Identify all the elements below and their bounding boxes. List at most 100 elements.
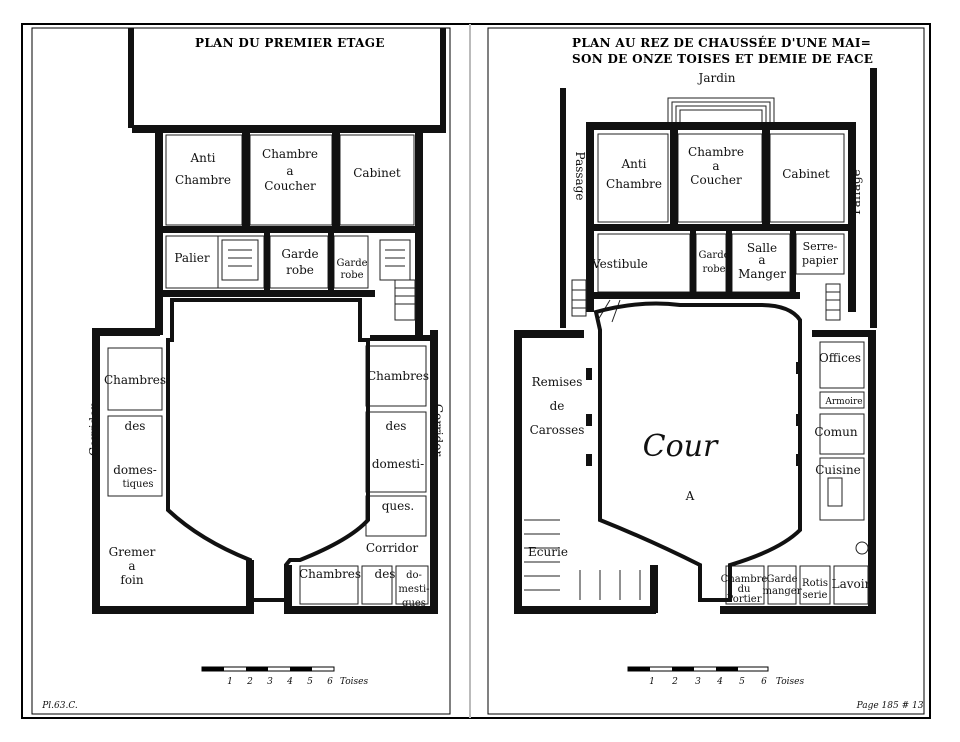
label-anti: Anti [189, 151, 215, 165]
right-scale-2: 2 [671, 677, 678, 687]
right-scale-3: 3 [695, 677, 701, 687]
label-corridor-left: Corridor [87, 404, 101, 457]
left-plan: PLAN DU PREMIER ETAGE [41, 28, 446, 711]
label-corridor-right: Corridor [431, 404, 445, 457]
label-domestiques-left-2: tiques [122, 479, 153, 490]
right-scale-5: 5 [739, 677, 745, 687]
label-domestiques-bottom-1: do- [406, 570, 422, 581]
right-scale-4: 4 [716, 677, 723, 687]
label-remises-1: Remises [532, 375, 583, 389]
label-passage-right: Paſſage [849, 169, 863, 215]
label-chambre-a-coucher-2: a [286, 164, 293, 178]
label-garde-robe-2: robe [286, 263, 314, 277]
label-chambre: Chambre [175, 173, 231, 187]
label-remises-3: Carosses [530, 423, 585, 437]
label-r-chambre-1: Chambre [688, 145, 744, 159]
right-scale-unit: Toises [776, 677, 805, 687]
right-scale-bar: 1 2 3 4 5 6 Toises [627, 666, 805, 687]
label-des-right: des [386, 419, 407, 433]
left-scale-6: 6 [327, 677, 333, 687]
label-portier-3: Portier [726, 594, 761, 605]
room-cabinet-upper [339, 134, 415, 226]
label-salle-2: a [758, 253, 765, 267]
label-chambres-right: Chambres [367, 369, 429, 383]
label-cuisine: Cuisine [815, 463, 861, 477]
label-portier-1: Chambre [721, 574, 768, 585]
left-scale-5: 5 [307, 677, 313, 687]
label-r-chambre-3: Coucher [690, 173, 742, 187]
right-title-1: PLAN AU REZ DE CHAUSSÉE D'UNE MAI= [572, 35, 871, 50]
left-title: PLAN DU PREMIER ETAGE [195, 36, 385, 50]
right-scale-6: 6 [761, 677, 767, 687]
label-rotis-2: serie [803, 590, 828, 601]
label-domestiques-right-2: ques. [382, 499, 414, 513]
label-comun: Comun [814, 425, 858, 439]
label-r-anti-2: Chambre [606, 177, 662, 191]
label-jardin: Jardin [697, 71, 736, 85]
label-remises-2: de [550, 399, 565, 413]
label-chambres-bottom: Chambres [299, 567, 361, 581]
label-cabinet: Cabinet [353, 166, 401, 180]
label-gremer-2: a [128, 559, 135, 573]
right-scale-1: 1 [649, 677, 655, 687]
label-domestiques-bottom-2: mesti- [398, 584, 429, 595]
room-chambre-upper [249, 134, 333, 226]
label-ecurie: Ecurie [528, 545, 568, 559]
label-garde-robe-b-2: robe [340, 270, 363, 281]
label-cour: Cour [643, 429, 719, 464]
label-gremer-1: Gremer [109, 545, 156, 559]
right-title-2: SON DE ONZE TOISES ET DEMIE DE FACE [572, 52, 873, 66]
room-anti-chambre-upper [165, 134, 243, 226]
label-salle-1: Salle [747, 241, 777, 255]
left-frame [31, 27, 451, 715]
label-garde-robe-b-1: Garde [336, 258, 367, 269]
label-garde-manger-2: manger [763, 586, 802, 597]
label-garde-manger-1: Garde [766, 574, 797, 585]
outer-frame [21, 23, 931, 719]
label-serre-2: papier [802, 254, 839, 267]
label-gremer-3: foin [120, 573, 144, 587]
label-serre-1: Serre- [803, 240, 838, 253]
left-scale-4: 4 [286, 677, 293, 687]
label-r-chambre-2: a [712, 159, 719, 173]
left-scale-bar: 1 2 3 4 5 6 Toises [201, 666, 369, 687]
label-r-anti-1: Anti [620, 157, 646, 171]
left-scale-3: 3 [267, 677, 273, 687]
left-scale-2: 2 [246, 677, 253, 687]
courtyard-upper [166, 298, 370, 602]
page-label: Page 185 # 13 [856, 701, 924, 711]
label-domestiques-bottom-3: ques [402, 598, 426, 609]
label-chambre-a-coucher-3: Coucher [264, 179, 316, 193]
right-plan: PLAN AU REZ DE CHAUSSÉE D'UNE MAI= SON D… [514, 35, 924, 711]
label-passage-left: Passage [573, 152, 587, 201]
label-palier: Palier [174, 251, 209, 265]
label-domestiques-right-1: domesti- [372, 457, 424, 471]
label-chambre-a-coucher-1: Chambre [262, 147, 318, 161]
garden-steps [667, 97, 775, 122]
label-des-bottom: des [375, 567, 396, 581]
label-garde-robe-1: Garde [281, 247, 318, 261]
right-frame [487, 27, 925, 715]
label-portier-2: du [738, 584, 751, 595]
label-chambres-left: Chambres [104, 373, 166, 387]
label-des-left: des [125, 419, 146, 433]
courtyard-ground [593, 301, 802, 602]
label-domestiques-left-1: domes- [113, 463, 157, 477]
plate-label: Pl.63.C. [41, 701, 78, 711]
left-scale-unit: Toises [340, 677, 369, 687]
label-vestibule: Vestibule [591, 257, 648, 271]
label-offices: Offices [819, 351, 861, 365]
label-rotis-1: Rotis [802, 578, 828, 589]
label-r-cabinet: Cabinet [782, 167, 830, 181]
label-armoire: Armoire [824, 397, 862, 407]
stable-stalls [524, 519, 641, 600]
label-r-garde-robe-2: robe [702, 264, 725, 275]
label-corridor-bottom: Corridor [366, 541, 419, 555]
label-salle-3: Manger [738, 267, 786, 281]
label-r-garde-robe-1: Garde [698, 250, 729, 261]
label-lavoir: Lavoir [832, 577, 871, 591]
left-scale-1: 1 [227, 677, 233, 687]
label-cour-letter: A [685, 489, 695, 503]
